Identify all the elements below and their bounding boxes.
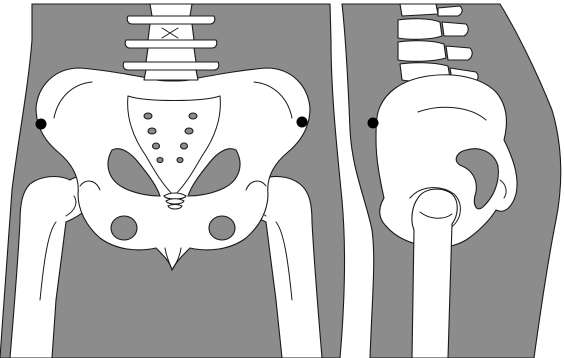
left-asis-marker xyxy=(36,119,47,130)
lateral-asis-marker xyxy=(368,118,379,129)
left-obturator-foramen xyxy=(111,216,137,240)
lateral-view-panel xyxy=(342,4,561,358)
anterior-view-panel xyxy=(0,4,344,358)
right-obturator-foramen xyxy=(209,216,235,240)
right-asis-marker xyxy=(297,117,308,128)
